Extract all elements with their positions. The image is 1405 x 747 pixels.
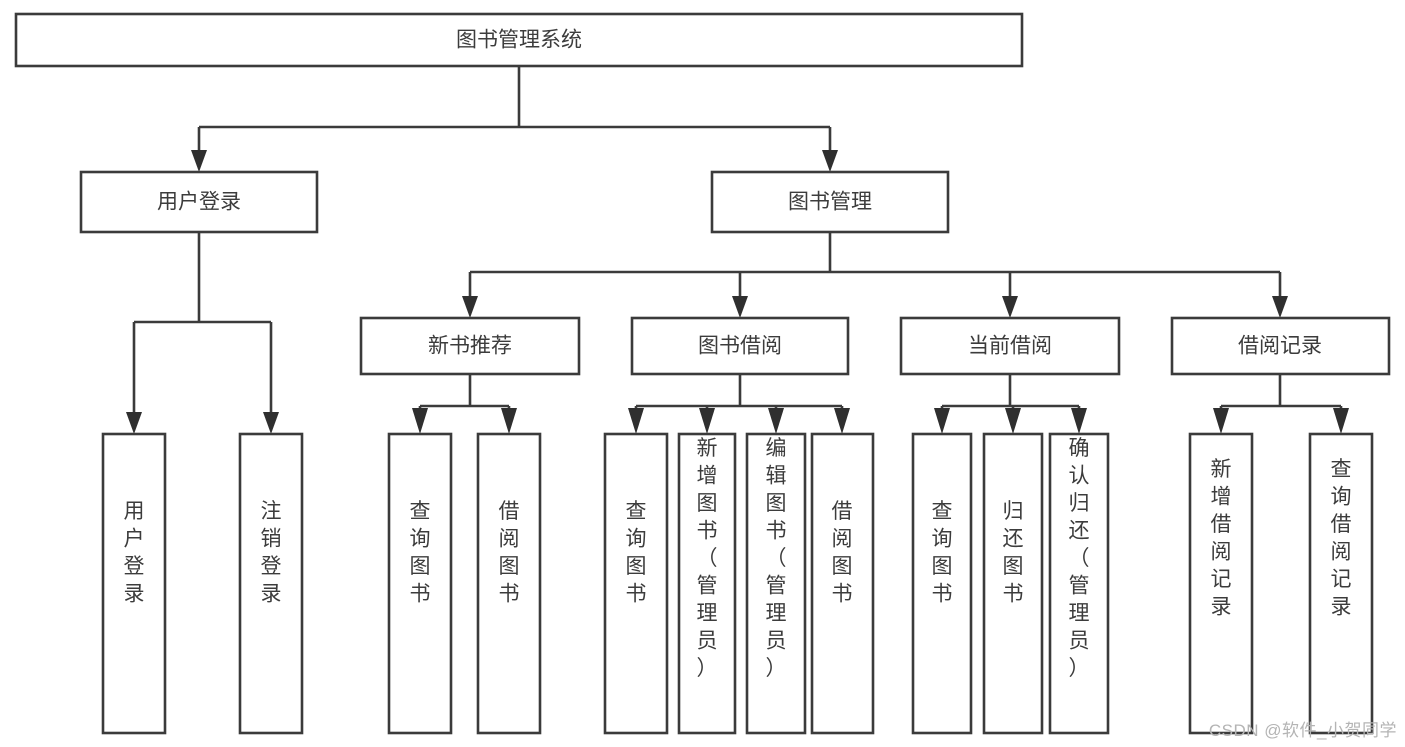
- node-current-borrow[interactable]: 当前借阅: [899, 316, 1121, 376]
- node-user-login-label: 用户登录: [157, 191, 241, 214]
- node-leaf-borrow-book-recommend-box[interactable]: [476, 432, 542, 735]
- node-book-borrow[interactable]: 图书借阅: [630, 316, 850, 376]
- node-book-borrow-box[interactable]: [630, 316, 850, 376]
- arrow-head-leaf-borrow-book: [834, 408, 850, 434]
- node-new-book-recommend-box[interactable]: [359, 316, 581, 376]
- node-leaf-borrow-book-box[interactable]: [810, 432, 875, 735]
- node-leaf-return-book-box[interactable]: [982, 432, 1044, 735]
- node-leaf-query-book-borrow-box[interactable]: [603, 432, 669, 735]
- arrow-head-leaf-borrow-book-recommend: [501, 408, 517, 434]
- node-leaf-query-book-current-label: 查询图书: [932, 500, 953, 606]
- csdn-watermark: CSDN @软件_小贺同学: [1208, 721, 1397, 740]
- arrow-head-current-borrow: [1002, 296, 1018, 318]
- node-leaf-query-book-current-box[interactable]: [911, 432, 973, 735]
- node-book-management-box[interactable]: [710, 170, 950, 234]
- arrow-head-user-login: [191, 150, 207, 172]
- node-leaf-confirm-return-admin-box[interactable]: [1048, 432, 1110, 735]
- arrow-head-leaf-query-borrow-record: [1333, 408, 1349, 434]
- connector-layer: [126, 66, 1349, 434]
- node-leaf-borrow-book-recommend[interactable]: 借阅图书: [476, 432, 542, 735]
- arrow-head-book-borrow: [732, 296, 748, 318]
- node-leaf-query-borrow-record-label: 查询借阅记录: [1331, 458, 1352, 619]
- node-leaf-query-book-borrow[interactable]: 查询图书: [603, 432, 669, 735]
- node-borrow-records-label: 借阅记录: [1238, 335, 1322, 358]
- node-leaf-query-book-current[interactable]: 查询图书: [911, 432, 973, 735]
- node-leaf-edit-book-admin[interactable]: 编辑图书（管理员）: [745, 432, 807, 735]
- node-user-login-box[interactable]: [79, 170, 319, 234]
- node-leaf-query-book-recommend[interactable]: 查询图书: [387, 432, 453, 735]
- node-leaf-return-book[interactable]: 归还图书: [982, 432, 1044, 735]
- node-leaf-add-borrow-record[interactable]: 新增借阅记录: [1188, 432, 1254, 735]
- node-current-borrow-box[interactable]: [899, 316, 1121, 376]
- arrow-head-leaf-query-book-borrow: [628, 408, 644, 434]
- arrow-head-leaf-query-book-recommend: [412, 408, 428, 434]
- arrow-head-leaf-add-borrow-record: [1213, 408, 1229, 434]
- node-book-borrow-label: 图书借阅: [698, 335, 782, 358]
- node-leaf-user-login[interactable]: 用户登录: [101, 432, 167, 735]
- node-leaf-confirm-return-admin-label: 确认归还（管理员）: [1069, 437, 1090, 680]
- node-leaf-add-book-admin-box[interactable]: [677, 432, 737, 735]
- arrow-head-leaf-user-logout: [263, 412, 279, 434]
- node-leaf-user-logout-label: 注销登录: [261, 500, 282, 606]
- node-leaf-query-book-recommend-label: 查询图书: [410, 500, 431, 606]
- arrow-head-book-management: [822, 150, 838, 172]
- node-borrow-records-box[interactable]: [1170, 316, 1391, 376]
- node-leaf-borrow-book-label: 借阅图书: [832, 500, 853, 606]
- node-book-management-label: 图书管理: [788, 191, 872, 214]
- arrow-head-leaf-edit-book-admin: [768, 408, 784, 434]
- node-leaf-query-borrow-record-box[interactable]: [1308, 432, 1374, 735]
- node-leaf-return-book-label: 归还图书: [1003, 500, 1024, 606]
- node-leaf-user-logout[interactable]: 注销登录: [238, 432, 304, 735]
- node-leaf-add-book-admin[interactable]: 新增图书（管理员）: [677, 432, 737, 735]
- node-leaf-add-book-admin-label: 新增图书（管理员）: [697, 437, 718, 680]
- node-leaf-user-logout-box[interactable]: [238, 432, 304, 735]
- node-leaf-query-borrow-record[interactable]: 查询借阅记录: [1308, 432, 1374, 735]
- node-leaf-add-borrow-record-label: 新增借阅记录: [1211, 458, 1232, 619]
- node-new-book-recommend-label: 新书推荐: [428, 335, 512, 358]
- node-leaf-add-borrow-record-box[interactable]: [1188, 432, 1254, 735]
- node-root-label: 图书管理系统: [456, 29, 582, 52]
- node-book-management[interactable]: 图书管理: [710, 170, 950, 234]
- node-root[interactable]: 图书管理系统: [14, 12, 1024, 68]
- arrow-head-leaf-confirm-return-admin: [1071, 408, 1087, 434]
- node-leaf-user-login-box[interactable]: [101, 432, 167, 735]
- node-leaf-borrow-book[interactable]: 借阅图书: [810, 432, 875, 735]
- arrow-head-leaf-query-book-current: [934, 408, 950, 434]
- node-root-box[interactable]: [14, 12, 1024, 68]
- node-leaf-user-login-label: 用户登录: [124, 500, 145, 606]
- node-leaf-edit-book-admin-label: 编辑图书（管理员）: [766, 437, 787, 680]
- node-leaf-borrow-book-recommend-label: 借阅图书: [499, 500, 520, 606]
- node-leaf-query-book-borrow-label: 查询图书: [626, 500, 647, 606]
- node-new-book-recommend[interactable]: 新书推荐: [359, 316, 581, 376]
- arrow-head-leaf-return-book: [1005, 408, 1021, 434]
- node-leaf-query-book-recommend-box[interactable]: [387, 432, 453, 735]
- arrow-head-leaf-add-book-admin: [699, 408, 715, 434]
- node-leaf-edit-book-admin-box[interactable]: [745, 432, 807, 735]
- arrow-head-leaf-user-login: [126, 412, 142, 434]
- arrow-head-borrow-records: [1272, 296, 1288, 318]
- node-current-borrow-label: 当前借阅: [968, 335, 1052, 358]
- arrow-head-new-book-recommend: [462, 296, 478, 318]
- node-leaf-confirm-return-admin[interactable]: 确认归还（管理员）: [1048, 432, 1110, 735]
- node-user-login[interactable]: 用户登录: [79, 170, 319, 234]
- node-borrow-records[interactable]: 借阅记录: [1170, 316, 1391, 376]
